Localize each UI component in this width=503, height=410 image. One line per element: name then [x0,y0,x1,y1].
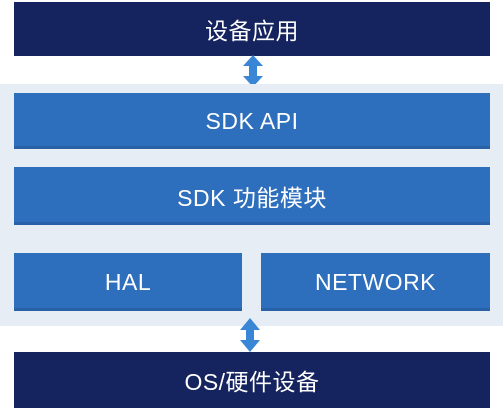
hal-box: HAL [14,253,242,311]
top-layer-label: 设备应用 [205,18,299,44]
sdk-modules-box: SDK 功能模块 [14,167,490,225]
top-layer-box: 设备应用 [14,2,490,56]
double-arrow-icon-bottom [240,318,260,352]
bottom-layer-box: OS/硬件设备 [14,352,490,408]
network-label: NETWORK [314,268,437,295]
bottom-layer-label: OS/硬件设备 [184,369,320,395]
sdk-modules-label: SDK 功能模块 [177,185,327,211]
network-box: NETWORK [261,253,490,311]
double-arrow-icon-top [243,55,263,87]
sdk-api-label: SDK API [205,107,299,134]
sdk-api-box: SDK API [14,93,490,149]
hal-label: HAL [104,268,152,295]
